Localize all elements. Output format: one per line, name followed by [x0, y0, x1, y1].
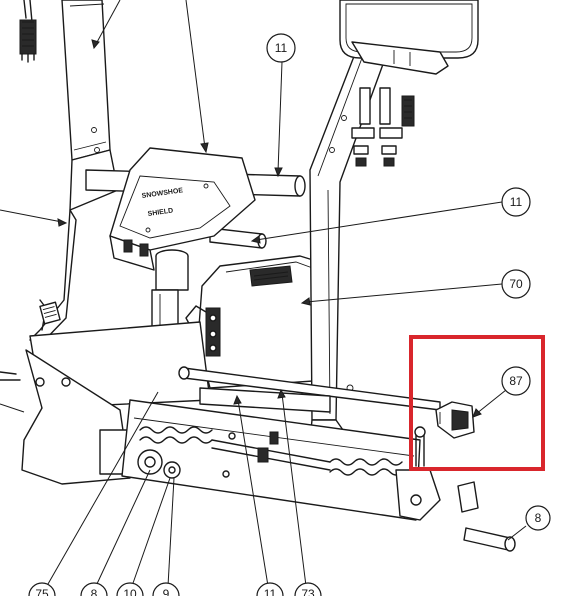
rod-shock-assembly: [121, 366, 441, 521]
callout-8-bottom: 8: [80, 582, 108, 596]
callout-11-middle: 11: [501, 187, 531, 217]
cable-harness-top-left: [19, 0, 37, 63]
callout-73-bottom: 73: [294, 582, 322, 596]
motor-housing: [185, 255, 329, 389]
callout-10-bottom: 10: [116, 582, 144, 596]
svg-text:75: 75: [35, 587, 49, 596]
seat-hardware: [351, 87, 415, 167]
connector-part-87: [435, 401, 475, 439]
svg-text:11: 11: [510, 195, 523, 209]
loose-parts-right: [457, 481, 516, 552]
leader-lines: [47, 61, 527, 587]
callout-11-top: 11: [266, 33, 296, 63]
callout-75-bottom: 75: [28, 582, 56, 596]
svg-text:73: 73: [301, 587, 315, 596]
svg-text:11: 11: [275, 41, 288, 55]
highlight-box: [409, 335, 545, 471]
seat-cushion: [339, 0, 479, 75]
svg-text:70: 70: [509, 277, 523, 291]
svg-text:87: 87: [509, 374, 523, 388]
callout-70: 70: [501, 269, 531, 299]
callout-11-bottom: 11: [256, 582, 284, 596]
svg-text:10: 10: [123, 587, 137, 596]
svg-text:9: 9: [163, 587, 170, 596]
snowshoe-shield: SNOWSHOE SHIELD: [109, 147, 256, 271]
lower-base-plate: [0, 321, 211, 485]
svg-text:11: 11: [264, 587, 277, 596]
callout-8-right: 8: [525, 505, 551, 531]
callout-9-bottom: 9: [152, 582, 180, 596]
leader-arrows-top: [0, 0, 209, 413]
shield-decal-line2: SHIELD: [147, 207, 173, 218]
callout-87: 87: [501, 366, 531, 396]
svg-text:8: 8: [535, 511, 542, 525]
svg-text:8: 8: [91, 587, 98, 596]
